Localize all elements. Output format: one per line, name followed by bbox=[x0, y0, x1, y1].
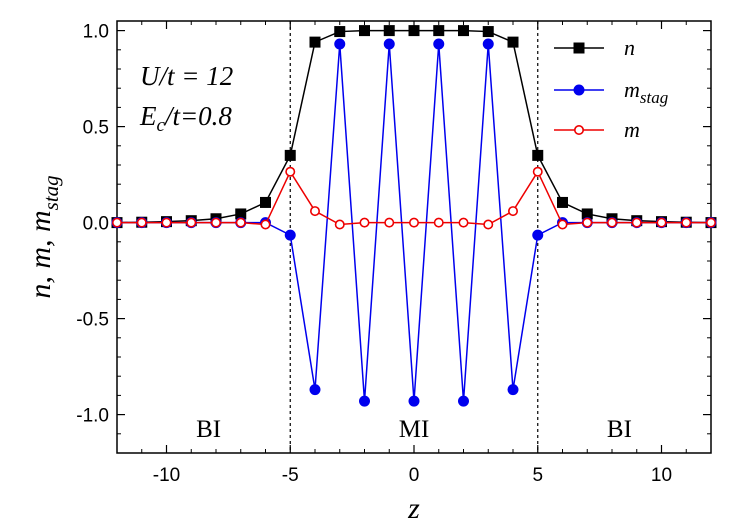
series-2-point bbox=[483, 219, 494, 230]
series-2-point bbox=[285, 166, 296, 177]
series-1-point bbox=[334, 38, 346, 50]
y-axis-title-base: n, m, m bbox=[24, 210, 57, 298]
series-2 bbox=[112, 166, 716, 230]
series-0-point bbox=[507, 36, 519, 48]
annotation-line-1: U/t = 12 bbox=[140, 61, 233, 91]
series-2-point bbox=[507, 206, 518, 217]
series-2-point bbox=[359, 217, 370, 228]
series-0-point bbox=[334, 26, 346, 38]
series-2-point bbox=[186, 217, 197, 228]
series-0-point bbox=[408, 25, 420, 37]
series-2-point bbox=[582, 217, 593, 228]
series-2-point bbox=[631, 217, 642, 228]
series-2-point bbox=[211, 217, 222, 228]
series-1-point bbox=[309, 384, 321, 396]
series-1-point bbox=[408, 395, 420, 407]
legend-label-base: m bbox=[624, 77, 640, 102]
series-2-point bbox=[532, 166, 543, 177]
x-tick-label: 0 bbox=[409, 465, 420, 486]
series-2-point bbox=[112, 217, 123, 228]
annotation-line-2-sub: c bbox=[157, 115, 166, 136]
annotation-line-2-rest: /t=0.8 bbox=[163, 101, 232, 131]
annotation-line-2-base: E bbox=[139, 101, 157, 131]
series-2-point bbox=[136, 217, 147, 228]
series-0-point bbox=[309, 36, 321, 48]
y-tick-label: -1.0 bbox=[76, 406, 109, 427]
series-2-point bbox=[705, 217, 716, 228]
y-tick-label: 0.0 bbox=[83, 214, 109, 235]
series-2-line bbox=[117, 170, 711, 226]
region-label-bi-0: BI bbox=[196, 416, 221, 443]
series-2-point bbox=[334, 219, 345, 230]
x-tick-label: 10 bbox=[651, 465, 672, 486]
x-tick-label: 5 bbox=[532, 465, 543, 486]
y-axis-title: n, m, mstag bbox=[24, 175, 63, 298]
legend-marker-0 bbox=[573, 42, 585, 54]
series-2-point bbox=[235, 217, 246, 228]
y-tick-label: 0.5 bbox=[83, 118, 109, 139]
y-tick-label: 1.0 bbox=[83, 22, 109, 43]
legend-marker-1 bbox=[573, 84, 585, 96]
series-0-point bbox=[383, 25, 395, 37]
series-2-point bbox=[681, 217, 692, 228]
series-0-point bbox=[557, 196, 568, 208]
series-1-point bbox=[532, 229, 544, 241]
series-2-point bbox=[408, 217, 419, 228]
series-1-point bbox=[359, 395, 370, 407]
legend-label-0: n bbox=[624, 35, 635, 60]
series-1-point bbox=[433, 38, 445, 50]
series-0-point bbox=[284, 149, 296, 161]
series-2-point bbox=[656, 217, 667, 228]
series-2-point bbox=[606, 217, 617, 228]
x-tick-label: -5 bbox=[282, 465, 299, 486]
series-0-point bbox=[260, 196, 271, 208]
series-0-point bbox=[532, 149, 544, 161]
series-1-point bbox=[383, 38, 395, 50]
region-label-bi-2: BI bbox=[607, 416, 632, 443]
y-axis-title-sub: stag bbox=[39, 175, 63, 210]
series-2-point bbox=[458, 217, 469, 228]
series-1-point bbox=[482, 38, 494, 50]
legend-label-2: m bbox=[624, 117, 640, 142]
series-0-point bbox=[359, 25, 370, 37]
series-2-point bbox=[433, 217, 444, 228]
series-1-point bbox=[507, 384, 519, 396]
series-2-point bbox=[557, 219, 568, 230]
series-2-point bbox=[161, 217, 172, 228]
x-tick-label: -10 bbox=[153, 465, 180, 486]
series-2-point bbox=[260, 219, 271, 230]
legend-marker-2 bbox=[573, 125, 584, 136]
legend-label-base: m bbox=[624, 117, 640, 142]
region-label-mi-1: MI bbox=[399, 416, 430, 443]
annotation-line-2: Ec/t=0.8 bbox=[139, 101, 232, 136]
series-1-point bbox=[284, 229, 296, 241]
series-0-point bbox=[482, 26, 494, 38]
legend-label-sub: stag bbox=[640, 88, 668, 107]
series-2-point bbox=[309, 206, 320, 217]
legend-label-base: n bbox=[624, 35, 635, 60]
legend-label-1: mstag bbox=[624, 77, 668, 107]
series-2-point bbox=[384, 217, 395, 228]
x-axis-title: z bbox=[407, 492, 420, 523]
series-0-point bbox=[458, 25, 469, 37]
series-0-point bbox=[433, 25, 445, 37]
y-tick-label: -0.5 bbox=[76, 310, 109, 331]
series-1-point bbox=[458, 395, 469, 407]
